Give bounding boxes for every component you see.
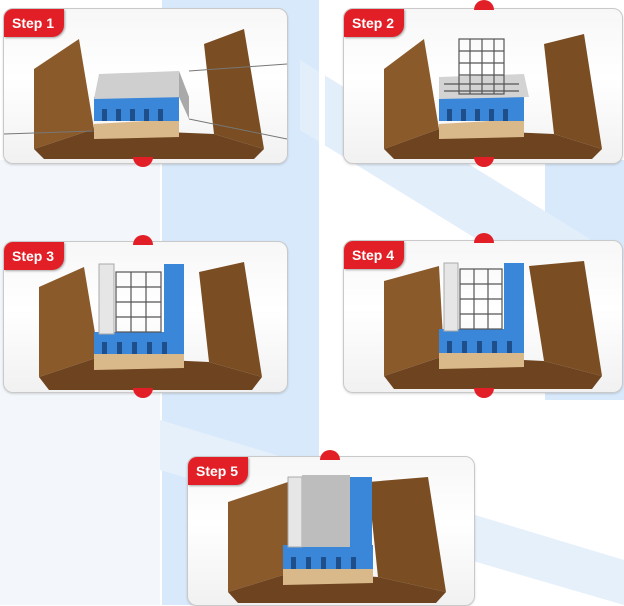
step-3-panel: Step 3 <box>3 241 288 393</box>
step-4-label: Step 4 <box>344 241 404 269</box>
step-2-panel: Step 2 <box>343 8 623 164</box>
step-1-label: Step 1 <box>4 9 64 37</box>
step-5-label: Step 5 <box>188 457 248 485</box>
step-3-label: Step 3 <box>4 242 64 270</box>
step-1-panel: Step 1 <box>3 8 288 164</box>
step-4-panel: Step 4 <box>343 240 623 393</box>
step-5-panel: Step 5 <box>187 456 475 606</box>
step-2-label: Step 2 <box>344 9 404 37</box>
